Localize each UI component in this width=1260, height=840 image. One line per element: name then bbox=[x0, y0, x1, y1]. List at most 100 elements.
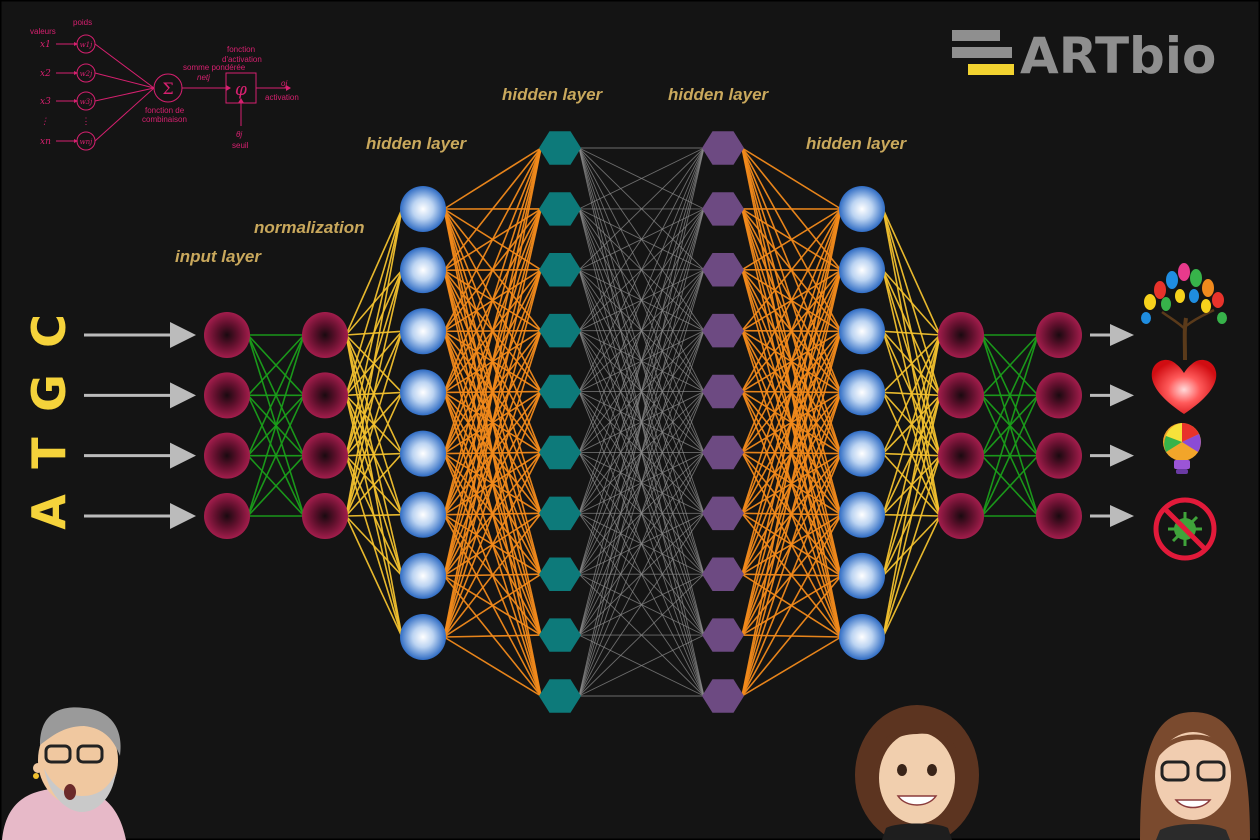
edge-5-7-1 bbox=[882, 395, 941, 638]
heart-icon bbox=[1151, 359, 1217, 414]
edge-0-1-0 bbox=[247, 334, 305, 396]
edge-3-3-0 bbox=[578, 147, 705, 331]
edge-4-9-2 bbox=[741, 331, 842, 697]
label-hidden-layer-3: hidden layer bbox=[668, 85, 770, 104]
edge-3-2-0 bbox=[578, 147, 705, 271]
label-hidden-layer-1: hidden layer bbox=[366, 134, 468, 153]
edge-3-9-4 bbox=[578, 391, 705, 697]
node-hidden-2-2 bbox=[539, 253, 581, 287]
edge-0-3-1 bbox=[247, 394, 305, 517]
node-hidden-1-4 bbox=[400, 430, 446, 477]
neuron-input-3: ⋮ bbox=[40, 117, 49, 127]
node-hidden-3-4 bbox=[702, 374, 744, 409]
edge-3-8-0 bbox=[578, 147, 705, 636]
node-hidden-2-6 bbox=[539, 496, 581, 531]
label-hidden-layer-2: hidden layer bbox=[502, 85, 604, 104]
node-output-2-0 bbox=[1036, 312, 1082, 358]
edge-4-9-5 bbox=[741, 514, 842, 697]
sum-symbol: Σ bbox=[162, 79, 173, 98]
edge-2-7-2 bbox=[443, 269, 542, 638]
node-hidden-4-7 bbox=[839, 614, 885, 660]
edge-2-7-5 bbox=[443, 452, 542, 638]
lightbulb-icon bbox=[1163, 423, 1201, 474]
neuron-weight-1: w2j bbox=[80, 70, 93, 78]
node-input-2-0 bbox=[302, 312, 348, 358]
edge-1-3-2 bbox=[345, 331, 403, 517]
no-virus-icon bbox=[1153, 497, 1217, 561]
edge-6-2-0 bbox=[981, 334, 1039, 457]
avatar-woman-curly bbox=[855, 705, 979, 840]
edge-4-8-0 bbox=[741, 208, 842, 636]
edge-3-9-3 bbox=[578, 330, 705, 697]
neuron-weight-2: w3j bbox=[80, 98, 93, 106]
edge-2-7-3 bbox=[443, 330, 542, 638]
edge-3-1-0 bbox=[578, 147, 705, 210]
edge-3-4-0 bbox=[578, 147, 705, 392]
edge-2-7-4 bbox=[443, 391, 542, 638]
label-input-layer: input layer bbox=[175, 247, 262, 266]
neuron-link-0 bbox=[94, 43, 155, 89]
edge-0-2-0 bbox=[247, 334, 305, 457]
edge-1-2-0 bbox=[345, 208, 403, 456]
edge-2-2-0 bbox=[443, 147, 542, 332]
node-input-2-2 bbox=[302, 432, 348, 479]
node-hidden-2-1 bbox=[539, 192, 581, 226]
edge-3-9-5 bbox=[578, 452, 705, 697]
input-arrow-head-0 bbox=[170, 322, 196, 348]
node-hidden-4-1 bbox=[839, 247, 885, 294]
neuron-weight-4: wnj bbox=[80, 138, 94, 146]
edge-6-3-0 bbox=[981, 334, 1039, 517]
node-hidden-2-5 bbox=[539, 435, 581, 470]
brand-name: ARTbio bbox=[1020, 27, 1216, 85]
node-hidden-1-1 bbox=[400, 247, 446, 294]
node-output-1-0 bbox=[938, 312, 984, 358]
edge-1-3-6 bbox=[345, 515, 403, 577]
node-hidden-3-9 bbox=[702, 679, 744, 713]
input-arrow-head-2 bbox=[170, 442, 196, 469]
neuron-label-somme: somme pondérée bbox=[183, 63, 246, 72]
edge-3-9-1 bbox=[578, 208, 705, 697]
edge-6-3-2 bbox=[981, 455, 1039, 517]
node-hidden-4-6 bbox=[839, 552, 885, 599]
node-hidden-1-5 bbox=[400, 491, 446, 538]
node-input-2-1 bbox=[302, 372, 348, 419]
edge-2-7-9 bbox=[443, 636, 542, 697]
input-arrow-head-3 bbox=[170, 503, 196, 529]
node-hidden-3-7 bbox=[702, 557, 744, 591]
edge-3-9-6 bbox=[578, 513, 705, 697]
node-input-1-3 bbox=[204, 493, 250, 539]
node-input-1-2 bbox=[204, 432, 250, 479]
node-hidden-4-5 bbox=[839, 491, 885, 538]
node-hidden-1-3 bbox=[400, 369, 446, 416]
edge-5-5-0 bbox=[882, 334, 941, 515]
network-edges bbox=[247, 147, 1039, 697]
node-hidden-2-9 bbox=[539, 679, 581, 713]
edge-5-4-0 bbox=[882, 334, 941, 454]
edge-1-3-1 bbox=[345, 269, 403, 517]
edge-4-9-1 bbox=[741, 269, 842, 697]
neuron-weight-0: w1j bbox=[80, 41, 93, 49]
label-normalization: normalization bbox=[254, 218, 365, 237]
edge-2-7-6 bbox=[443, 512, 542, 638]
dna-letter-c: C bbox=[22, 314, 76, 348]
label-hidden-layer-4: hidden layer bbox=[806, 134, 908, 153]
node-input-1-1 bbox=[204, 372, 250, 419]
neuron-label-seuil: seuil bbox=[232, 141, 249, 150]
edge-3-5-0 bbox=[578, 147, 705, 453]
node-hidden-3-5 bbox=[702, 435, 744, 470]
neuron-weight-3: ⋮ bbox=[82, 116, 91, 126]
edge-5-7-2 bbox=[882, 455, 941, 638]
neuron-label-combinaison: combinaison bbox=[142, 115, 187, 124]
neuron-label-fonction-de: fonction de bbox=[145, 106, 185, 115]
edge-6-3-1 bbox=[981, 394, 1039, 517]
output-arrow-head-1 bbox=[1110, 384, 1134, 407]
edge-6-1-0 bbox=[981, 334, 1039, 396]
neuron-input-1: x2 bbox=[40, 69, 51, 79]
edge-1-3-0 bbox=[345, 208, 403, 517]
dna-letter-g: G bbox=[22, 374, 76, 412]
edge-4-9-7 bbox=[741, 636, 842, 697]
edge-1-0-0 bbox=[345, 208, 403, 336]
edge-4-9-4 bbox=[741, 453, 842, 697]
edge-3-7-0 bbox=[578, 147, 705, 575]
edge-4-5-0 bbox=[741, 208, 842, 453]
